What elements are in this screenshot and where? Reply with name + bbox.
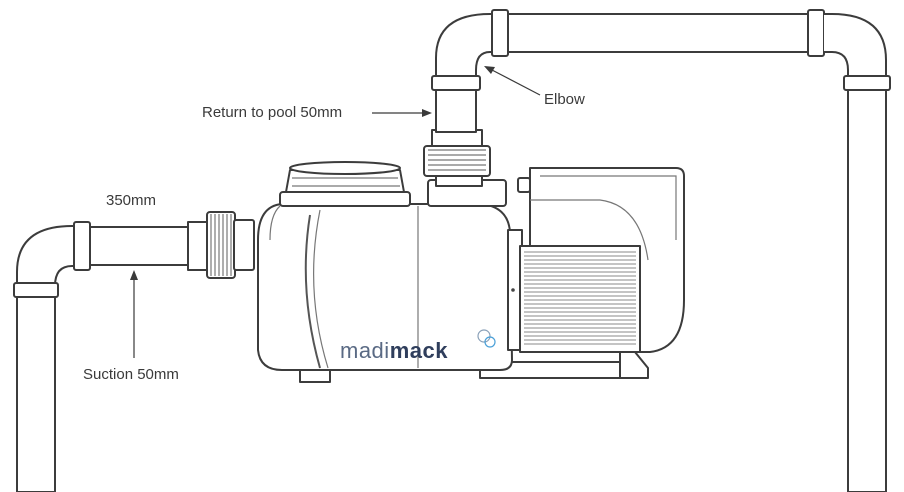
brand-prefix: madi xyxy=(340,338,390,363)
return-pipe xyxy=(435,87,477,133)
return-union-fitting xyxy=(423,129,491,177)
elbow-label: Elbow xyxy=(544,91,585,108)
elbow-arrow xyxy=(484,66,541,96)
motor xyxy=(507,229,651,353)
brand-wordmark: madimack xyxy=(340,340,448,362)
top-horizontal-pipe xyxy=(507,13,811,53)
suction-label: Suction 50mm xyxy=(83,366,179,383)
right-vertical-pipe xyxy=(847,89,887,492)
length-label: 350mm xyxy=(106,192,157,209)
brand-suffix: mack xyxy=(389,338,448,363)
left-elbow xyxy=(13,221,91,300)
controller-box xyxy=(517,167,685,353)
strainer-lid xyxy=(279,161,411,207)
top-right-elbow xyxy=(807,9,891,91)
left-vertical-pipe xyxy=(16,295,56,492)
brand-logo-icon xyxy=(477,329,496,348)
return-label: Return to pool 50mm xyxy=(202,104,343,121)
pump-housing xyxy=(257,203,513,371)
suction-pipe-350mm xyxy=(89,226,191,266)
top-left-elbow xyxy=(431,9,509,91)
suction-arrow xyxy=(130,270,138,358)
suction-union-fitting xyxy=(187,211,255,279)
return-arrow xyxy=(372,109,432,117)
